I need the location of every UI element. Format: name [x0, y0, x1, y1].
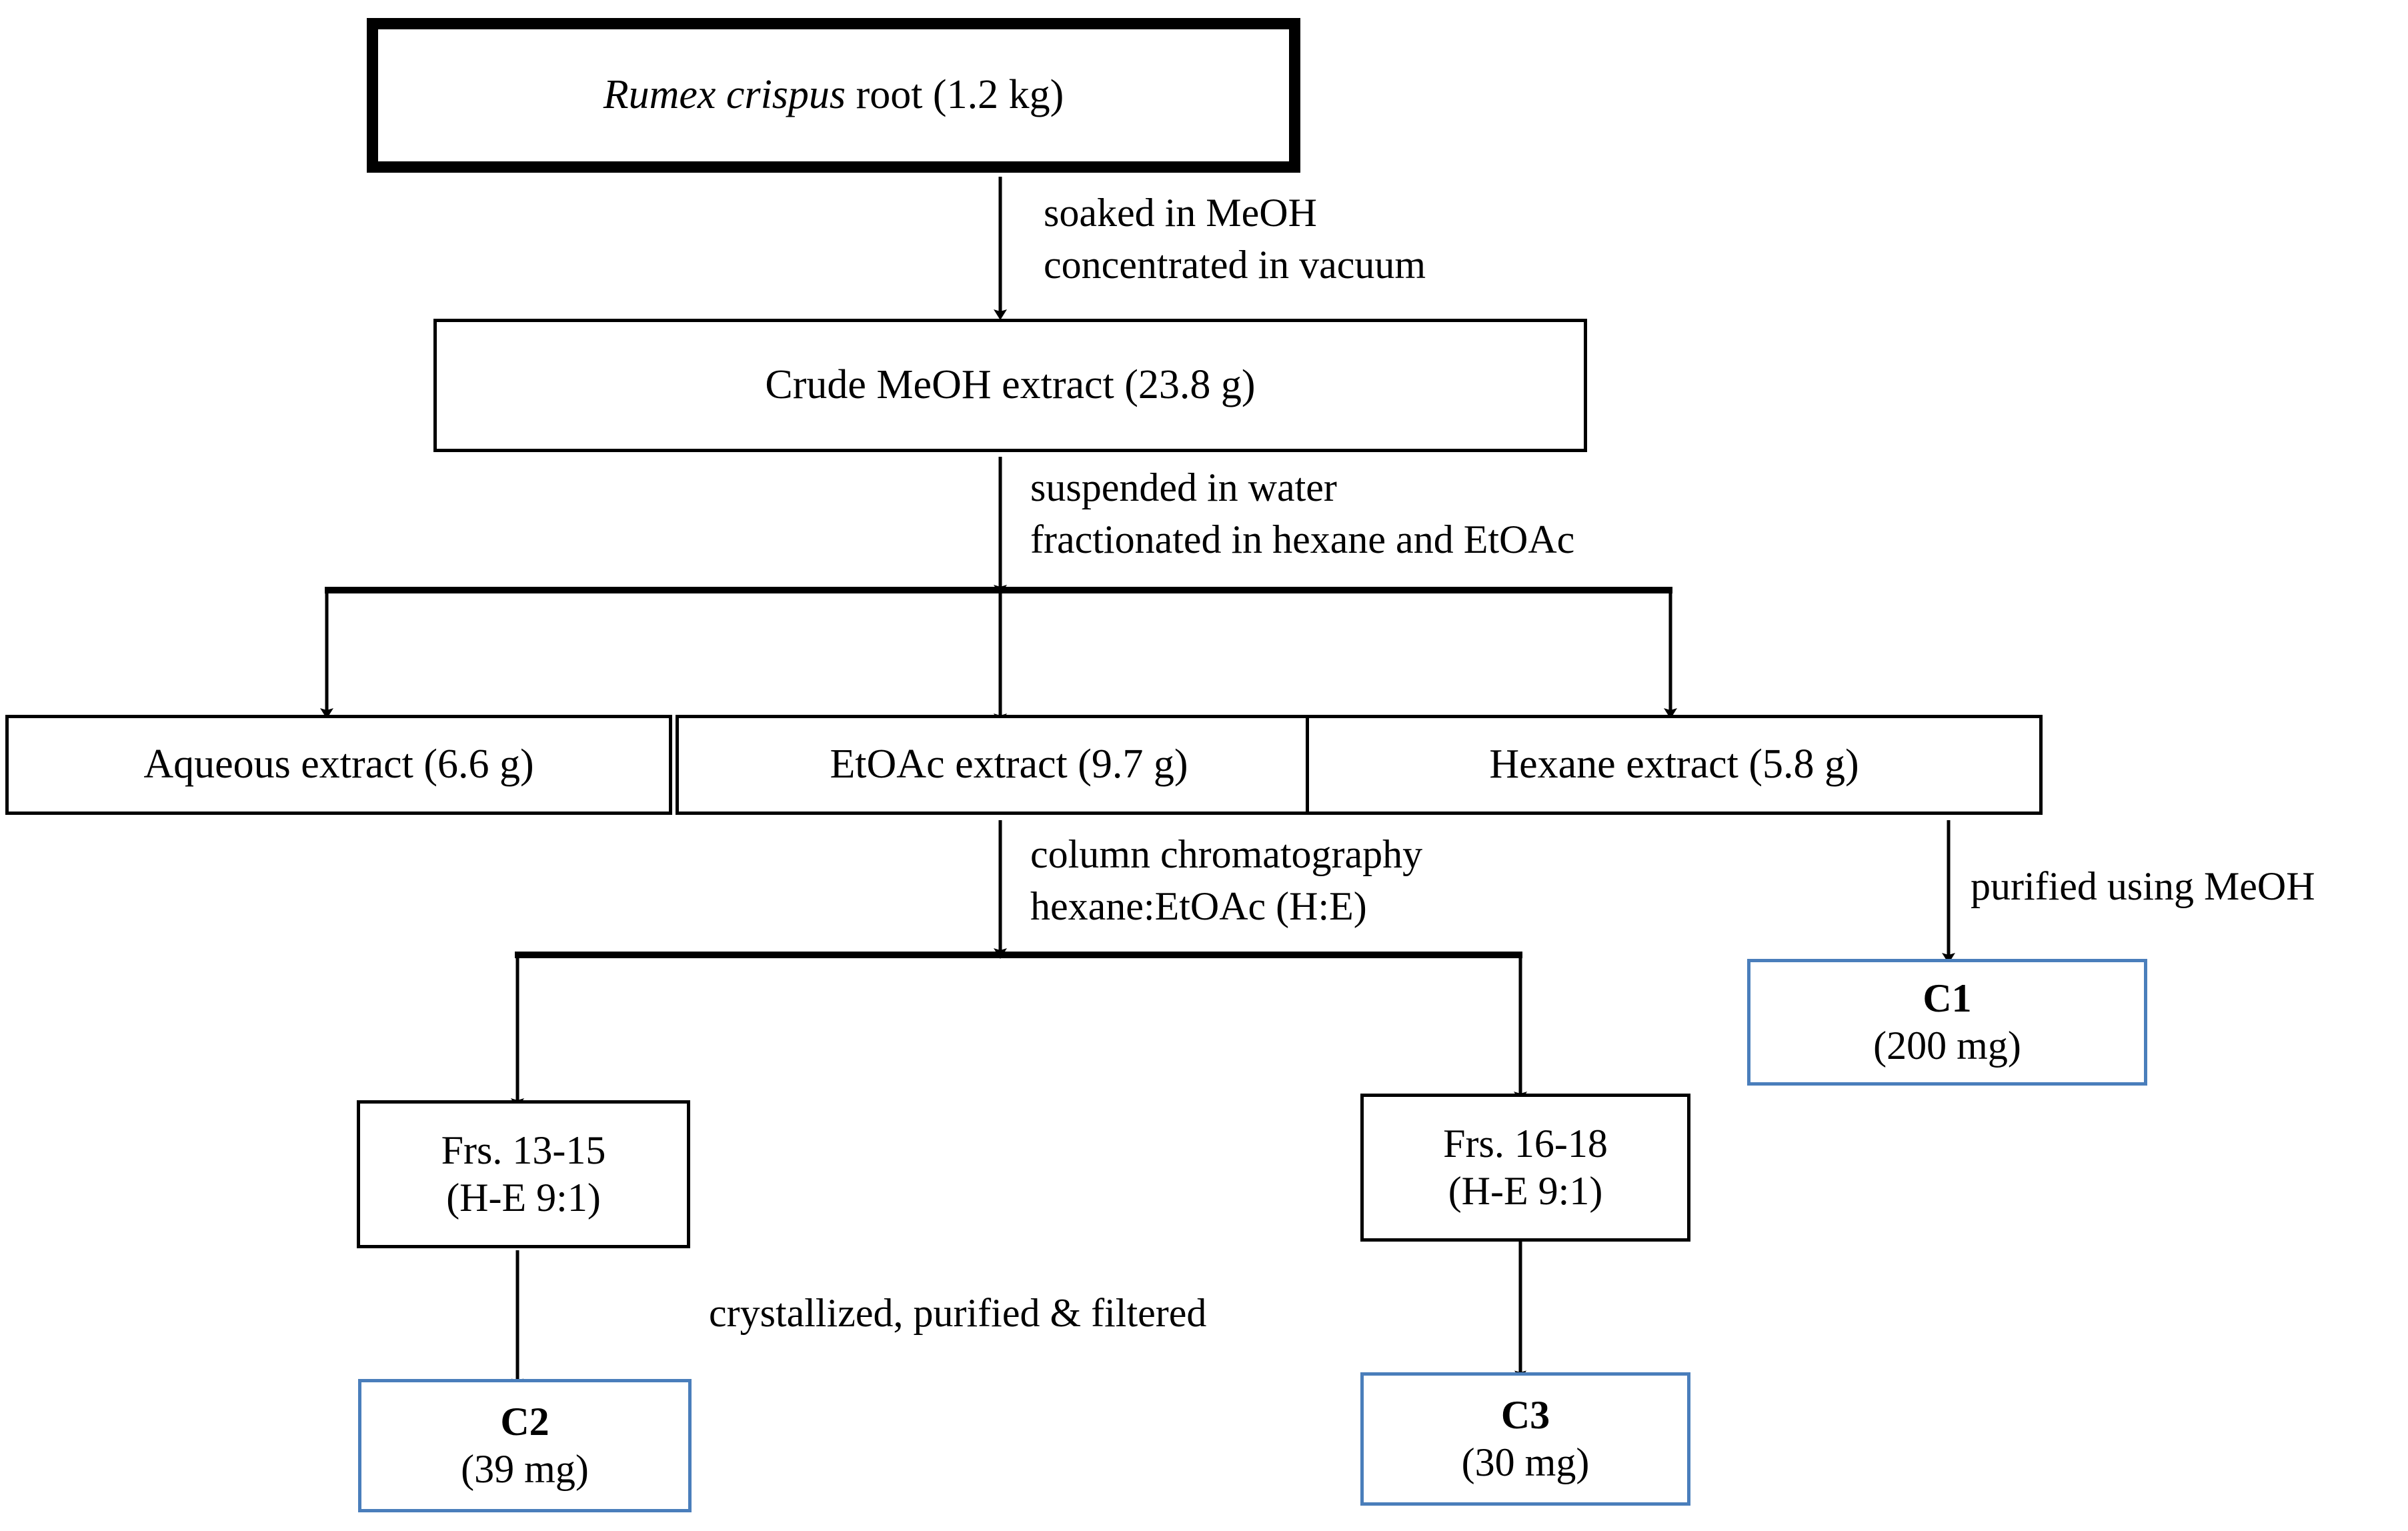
node-frs1618-ratio: (H-E 9:1)	[1448, 1169, 1603, 1213]
node-c1-label: C1	[1923, 976, 1972, 1021]
node-root-amount: root (1.2 kg)	[846, 72, 1064, 118]
node-c3-label: C3	[1500, 1393, 1550, 1438]
node-aqueous-label: Aqueous extract (6.6 g)	[143, 741, 534, 788]
node-c2-label: C2	[500, 1400, 549, 1444]
edge-label-etoac-to-frs: column chromatography hexane:EtOAc (H:E)	[1030, 828, 1422, 932]
node-root-species: Rumex crispus	[603, 72, 846, 118]
node-etoac-label: EtOAc extract (9.7 g)	[830, 741, 1188, 788]
edge-label-etoac-to-frs-line2: hexane:EtOAc (H:E)	[1030, 884, 1367, 928]
node-frs1315-label: Frs. 13-15	[441, 1128, 606, 1173]
node-hexane-label: Hexane extract (5.8 g)	[1489, 741, 1859, 788]
node-compound-c1: C1 (200 mg)	[1747, 959, 2147, 1086]
node-hexane-extract: Hexane extract (5.8 g)	[1306, 715, 2043, 815]
node-frs1315-ratio: (H-E 9:1)	[446, 1176, 601, 1220]
node-compound-c3: C3 (30 mg)	[1360, 1372, 1690, 1506]
edge-label-crude-to-fractions-line2: fractionated in hexane and EtOAc	[1030, 517, 1575, 561]
node-compound-c2: C2 (39 mg)	[358, 1379, 692, 1512]
node-c2-amount: (39 mg)	[461, 1447, 589, 1491]
edge-label-crude-to-fractions: suspended in water fractionated in hexan…	[1030, 461, 1574, 565]
node-frs-16-18: Frs. 16-18 (H-E 9:1)	[1360, 1094, 1690, 1242]
edge-label-frs-to-compounds: crystallized, purified & filtered	[709, 1287, 1206, 1339]
node-c1-amount: (200 mg)	[1873, 1024, 2021, 1068]
edge-label-hexane-to-c1: purified using MeOH	[1971, 860, 2315, 912]
node-frs1618-label: Frs. 16-18	[1443, 1122, 1608, 1166]
node-frs-13-15: Frs. 13-15 (H-E 9:1)	[357, 1100, 690, 1248]
node-crude-meoh-extract: Crude MeOH extract (23.8 g)	[433, 319, 1587, 452]
edge-label-etoac-to-frs-line1: column chromatography	[1030, 832, 1423, 876]
node-root-label: Rumex crispus root (1.2 kg)	[604, 71, 1064, 119]
edge-label-root-to-crude: soaked in MeOH concentrated in vacuum	[1044, 187, 1426, 291]
edge-label-root-to-crude-line2: concentrated in vacuum	[1044, 243, 1426, 287]
edge-label-root-to-crude-line1: soaked in MeOH	[1044, 191, 1317, 235]
edge-label-crude-to-fractions-line1: suspended in water	[1030, 465, 1337, 509]
node-rumex-crispus-root: Rumex crispus root (1.2 kg)	[367, 18, 1300, 173]
edge-label-hexane-to-c1-line1: purified using MeOH	[1971, 864, 2315, 908]
node-aqueous-extract: Aqueous extract (6.6 g)	[5, 715, 672, 815]
node-c3-amount: (30 mg)	[1461, 1440, 1590, 1484]
node-crude-label: Crude MeOH extract (23.8 g)	[765, 362, 1256, 408]
edge-label-frs-to-compounds-line1: crystallized, purified & filtered	[709, 1291, 1207, 1335]
node-etoac-extract: EtOAc extract (9.7 g)	[676, 715, 1342, 815]
